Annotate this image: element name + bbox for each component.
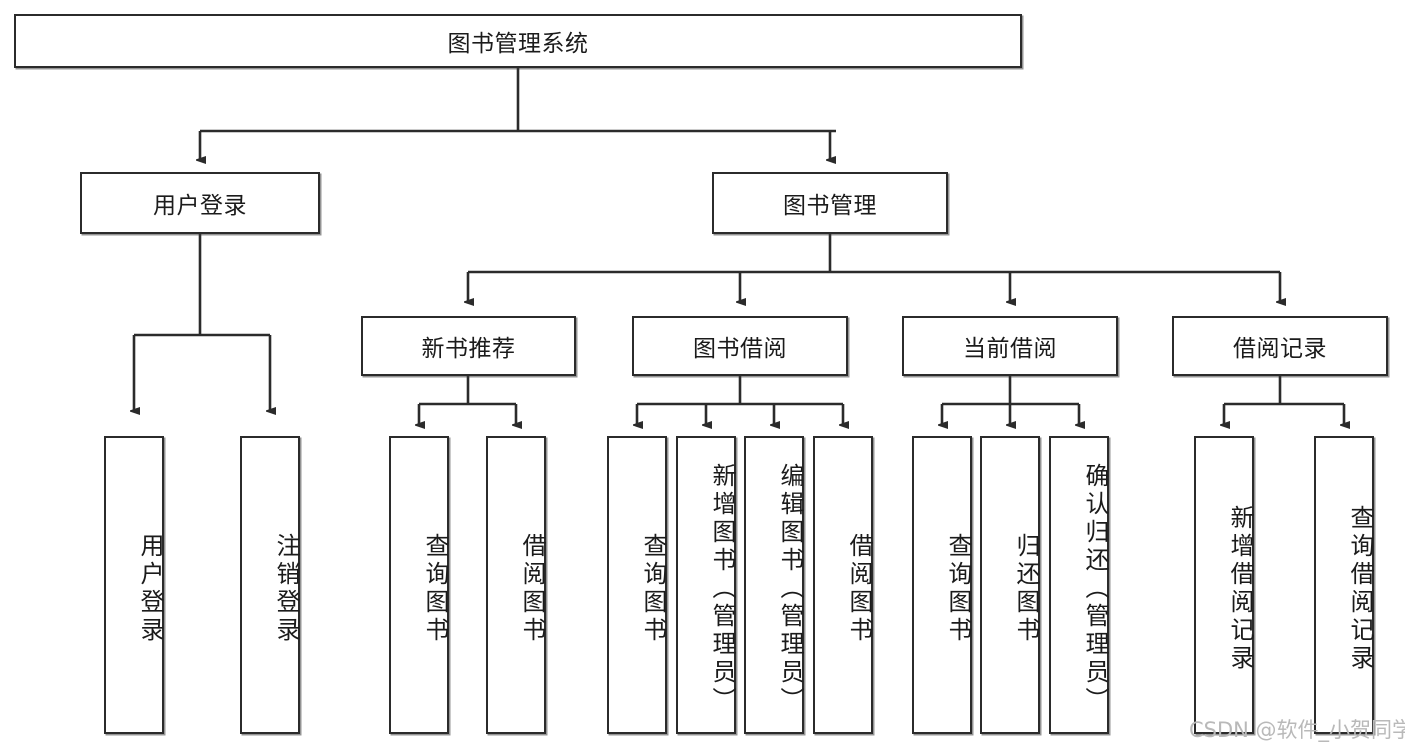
node-label: 新书推荐 — [421, 336, 516, 362]
node-new-book-recommend[interactable]: 新书推荐 — [361, 316, 576, 376]
node-user-login[interactable]: 用户登录 — [80, 172, 320, 234]
node-label: 借阅记录 — [1233, 336, 1327, 362]
leaf-recommend-query-book[interactable]: 查询图书 — [389, 436, 449, 734]
leaf-borrow-add-book-admin[interactable]: 新增图书（管理员） — [676, 436, 736, 734]
node-label: 查询图书 — [421, 533, 449, 645]
leaf-user-login[interactable]: 用户登录 — [104, 436, 164, 734]
node-label: 查询借阅记录 — [1346, 505, 1374, 673]
leaf-current-query-book[interactable]: 查询图书 — [912, 436, 972, 734]
leaf-borrow-edit-book-admin[interactable]: 编辑图书（管理员） — [744, 436, 804, 734]
node-root-system[interactable]: 图书管理系统 — [14, 14, 1022, 68]
node-label: 确认归还（管理员） — [1081, 463, 1109, 715]
node-label: 编辑图书（管理员） — [776, 463, 804, 715]
node-label: 查询图书 — [944, 533, 972, 645]
leaf-current-confirm-return-admin[interactable]: 确认归还（管理员） — [1049, 436, 1109, 734]
node-label: 查询图书 — [639, 533, 667, 645]
node-borrow-record[interactable]: 借阅记录 — [1172, 316, 1388, 376]
node-book-management[interactable]: 图书管理 — [712, 172, 948, 234]
node-label: 图书借阅 — [693, 336, 787, 362]
node-book-borrow[interactable]: 图书借阅 — [632, 316, 848, 376]
leaf-borrow-query-book[interactable]: 查询图书 — [607, 436, 667, 734]
leaf-borrow-borrow-book[interactable]: 借阅图书 — [813, 436, 873, 734]
leaf-user-logout[interactable]: 注销登录 — [240, 436, 300, 734]
node-label: 图书管理系统 — [447, 31, 589, 57]
node-label: 新增图书（管理员） — [708, 463, 736, 715]
node-label: 当前借阅 — [963, 336, 1057, 362]
node-label: 借阅图书 — [518, 533, 546, 645]
node-label: 借阅图书 — [845, 533, 873, 645]
node-label: 新增借阅记录 — [1226, 505, 1254, 673]
node-label: 用户登录 — [153, 193, 247, 219]
csdn-watermark: CSDN @软件_小贺同学 — [1189, 718, 1405, 742]
node-label: 用户登录 — [136, 533, 164, 645]
node-label: 图书管理 — [783, 193, 877, 219]
leaf-recommend-borrow-book[interactable]: 借阅图书 — [486, 436, 546, 734]
node-label: 注销登录 — [272, 533, 300, 645]
node-current-borrow[interactable]: 当前借阅 — [902, 316, 1118, 376]
leaf-record-query-borrow-record[interactable]: 查询借阅记录 — [1314, 436, 1374, 734]
node-label: 归还图书 — [1012, 533, 1040, 645]
leaf-current-return-book[interactable]: 归还图书 — [980, 436, 1040, 734]
leaf-record-add-borrow-record[interactable]: 新增借阅记录 — [1194, 436, 1254, 734]
